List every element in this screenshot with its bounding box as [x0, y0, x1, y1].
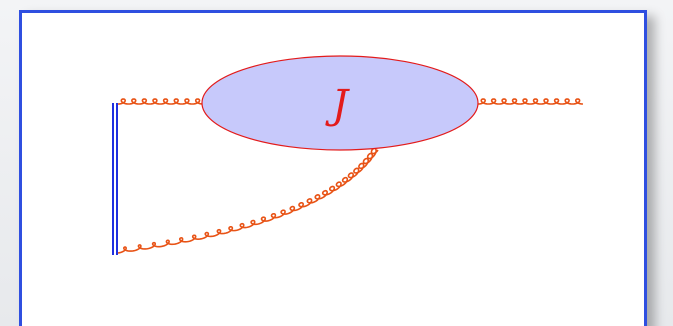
wilson-double-line	[112, 103, 118, 255]
gluon-right	[477, 98, 584, 105]
gluon-lines	[117, 98, 584, 254]
amplitude-blob	[201, 55, 479, 151]
gluon-curved	[117, 147, 379, 254]
gluon-left	[117, 98, 204, 105]
